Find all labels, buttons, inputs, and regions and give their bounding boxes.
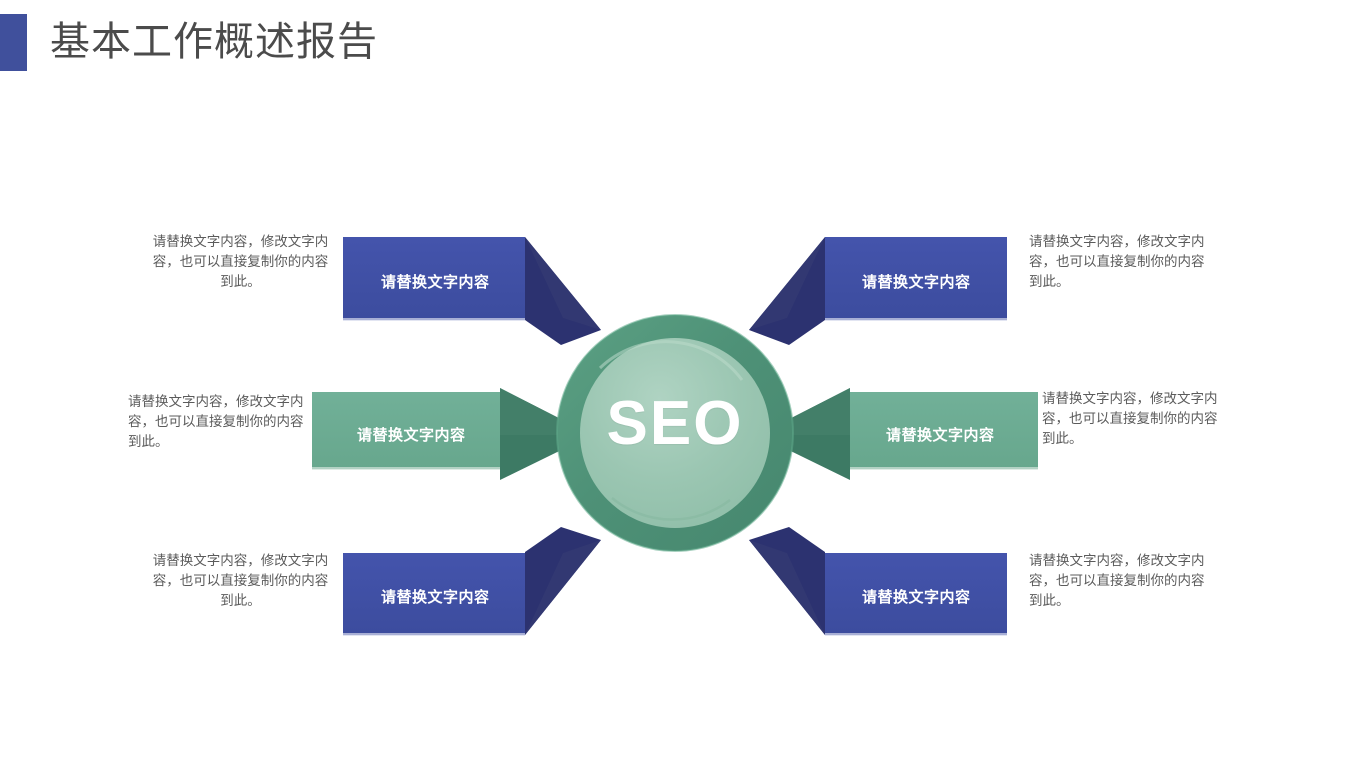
callout-description-bottom-right: 请替换文字内容，修改文字内容，也可以直接复制你的内容到此。: [1029, 553, 1205, 608]
arrow-top-left: [525, 237, 601, 345]
callout-box-top-right[interactable]: [825, 237, 1007, 321]
callout-box-top-left[interactable]: [343, 237, 525, 321]
callout-box-bottom-right[interactable]: [825, 553, 1007, 636]
callout-label-middle-left: 请替换文字内容: [357, 427, 466, 444]
callout-label-top-left: 请替换文字内容: [381, 274, 490, 291]
callout-description-top-left: 请替换文字内容，修改文字内容，也可以直接复制你的内容到此。: [152, 234, 329, 289]
callout-box-middle-right[interactable]: [850, 392, 1038, 470]
center-label: SEO: [606, 389, 744, 458]
callout-label-top-right: 请替换文字内容: [862, 274, 971, 291]
slide-header: 基本工作概述报告: [0, 0, 1350, 90]
callout-label-middle-right: 请替换文字内容: [886, 427, 995, 444]
callout-description-middle-left: 请替换文字内容，修改文字内容，也可以直接复制你的内容到此。: [128, 394, 304, 449]
arrow-bottom-left: [525, 527, 601, 635]
callout-box-middle-left[interactable]: [312, 392, 500, 470]
arrow-top-right: [749, 237, 825, 345]
title-accent-square: [0, 14, 27, 71]
callout-label-bottom-right: 请替换文字内容: [862, 589, 971, 606]
page-title: 基本工作概述报告: [50, 20, 378, 64]
callout-label-bottom-left: 请替换文字内容: [381, 589, 490, 606]
callout-description-bottom-left: 请替换文字内容，修改文字内容，也可以直接复制你的内容到此。: [152, 553, 329, 608]
callout-description-middle-right: 请替换文字内容，修改文字内容，也可以直接复制你的内容到此。: [1042, 391, 1218, 446]
arrow-bottom-right: [749, 527, 825, 635]
callout-box-bottom-left[interactable]: [343, 553, 525, 636]
callout-description-top-right: 请替换文字内容，修改文字内容，也可以直接复制你的内容到此。: [1029, 234, 1205, 289]
center-circle: [556, 314, 794, 552]
